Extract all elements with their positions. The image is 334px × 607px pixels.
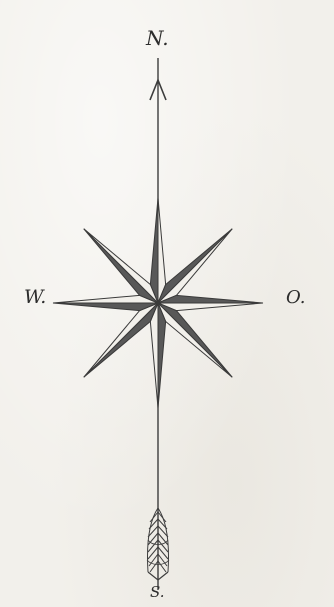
- east-label: O.: [286, 289, 305, 307]
- star-point-e-shade: [158, 295, 263, 303]
- star-point-sw-light: [84, 303, 158, 377]
- star-point-nw-light: [84, 229, 158, 303]
- south-label: S.: [150, 585, 165, 600]
- star-point-ne-light: [158, 229, 232, 303]
- star-point-se-light: [158, 303, 232, 377]
- north-label: N.: [146, 28, 169, 48]
- star-center: [156, 301, 159, 304]
- star-point-s-shade: [158, 303, 166, 408]
- west-label: W.: [24, 288, 46, 307]
- compass-star-icon: [53, 198, 263, 408]
- star-point-w-shade: [53, 303, 158, 311]
